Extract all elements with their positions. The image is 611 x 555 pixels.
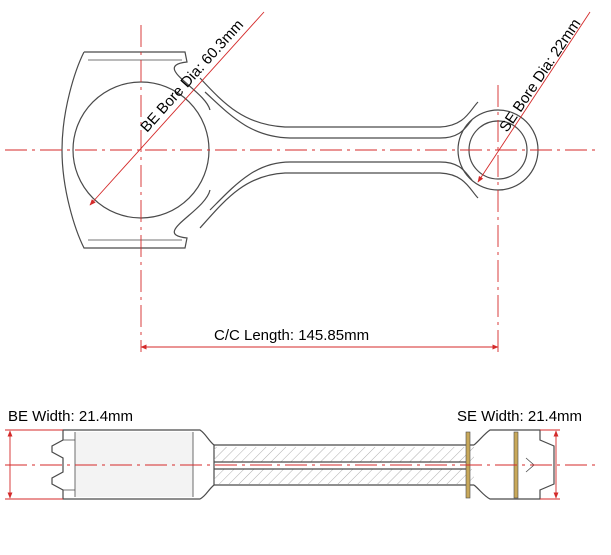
big-end-flange-lines [88, 59, 182, 241]
big-end-outline [61, 51, 211, 249]
cc-length-label: C/C Length: 145.85mm [214, 327, 369, 344]
beam-upper-edge [199, 77, 479, 128]
se-width-label: SE Width: 21.4mm [457, 408, 582, 425]
beam-section-outline [214, 444, 474, 486]
beam-hatched-lower [214, 469, 474, 484]
big-end-bolt-lines [63, 439, 75, 491]
beam-lower-inner [209, 161, 473, 211]
beam-upper-inner [204, 91, 473, 139]
rod-section-view: BE Width: 21.4mm SE Width: 21.4mm [5, 408, 600, 500]
se-bore-dia-label: SE Bore Dia: 22mm [496, 16, 584, 135]
beam-hatched-upper [214, 447, 474, 462]
be-bore-dia-label: BE Bore Dia: 60.3mm [137, 16, 247, 135]
beam-lower-edge [199, 172, 479, 229]
be-bore-dimension-line [89, 11, 265, 206]
be-width-label: BE Width: 21.4mm [8, 408, 133, 425]
big-end-section-outline [51, 429, 215, 500]
big-end-bore-edges [74, 432, 194, 497]
big-end-bore-section [75, 432, 193, 497]
rod-side-view: BE Bore Dia: 60.3mm SE Bore Dia: 22mm C/… [5, 11, 600, 352]
se-bore-dimension-line [477, 11, 591, 183]
